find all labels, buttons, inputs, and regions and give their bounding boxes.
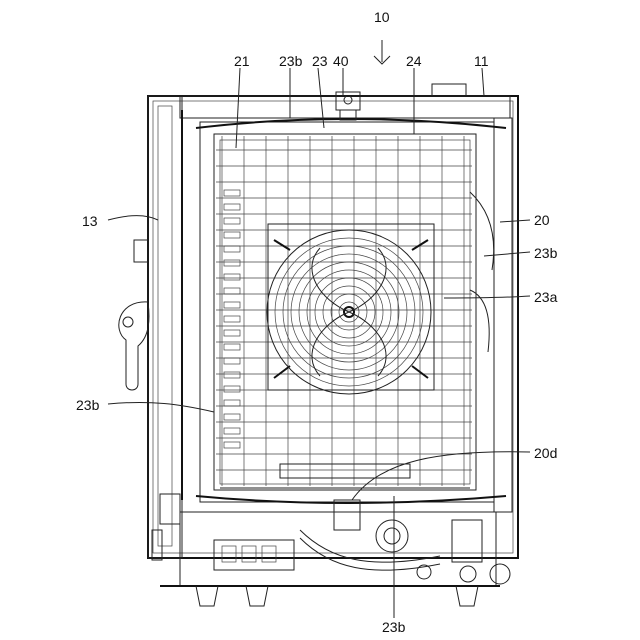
hinge-parts <box>152 494 180 560</box>
drip-tray <box>220 464 470 488</box>
leader-lines <box>108 40 530 618</box>
label-20d: 20d <box>534 445 557 461</box>
label-20: 20 <box>534 212 550 228</box>
label-40: 40 <box>333 53 349 69</box>
label-23b-right: 23b <box>534 245 558 261</box>
label-13: 13 <box>82 213 98 229</box>
fan-housing-bulge <box>470 192 494 352</box>
outer-housing <box>148 96 518 558</box>
label-11: 11 <box>474 53 489 69</box>
door-handle <box>119 302 149 390</box>
label-23: 23 <box>312 53 328 69</box>
label-23b-left: 23b <box>76 397 100 413</box>
machine-compartment <box>160 500 510 586</box>
label-23b-top: 23b <box>279 53 303 69</box>
label-10: 10 <box>374 9 390 25</box>
feet <box>196 586 478 606</box>
right-wall-insulation <box>494 118 512 512</box>
door-panel <box>134 96 200 558</box>
label-24: 24 <box>406 53 422 69</box>
label-21: 21 <box>234 53 250 69</box>
label-23b-bottom: 23b <box>382 619 406 635</box>
label-23a: 23a <box>534 289 558 305</box>
